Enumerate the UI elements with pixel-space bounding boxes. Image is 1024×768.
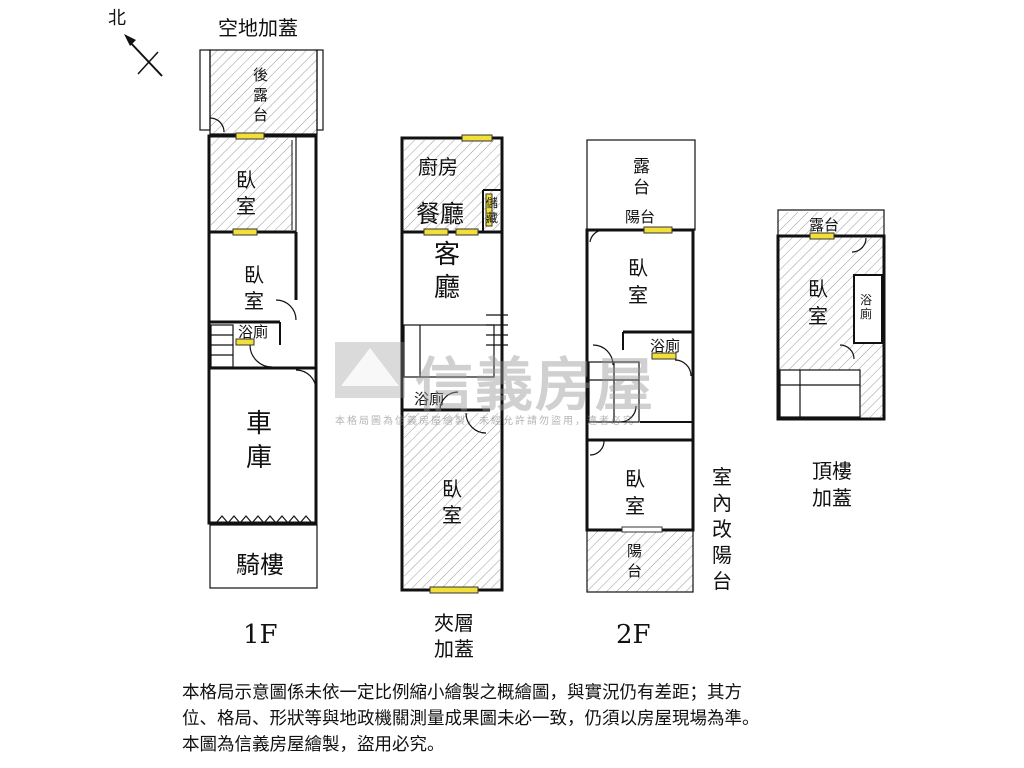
1f-bedroom-mid-b: 室 bbox=[244, 289, 264, 313]
2f-terrace-a: 露 bbox=[633, 157, 650, 177]
1f-bedroom-top-b: 室 bbox=[236, 194, 256, 218]
mezz-dining-label: 餐廳 bbox=[416, 200, 464, 228]
roof-label-a: 頂樓 bbox=[812, 459, 852, 483]
1f-garage-b: 庫 bbox=[246, 443, 272, 473]
2f-balcony-bottom-b: 台 bbox=[627, 562, 642, 580]
back-terrace-label-3: 台 bbox=[253, 106, 268, 124]
2f-balcony-top-label: 陽台 bbox=[625, 208, 655, 226]
2f-floor-label: 2F bbox=[616, 620, 651, 650]
2f-terrace-b: 台 bbox=[633, 178, 650, 198]
floor-2f bbox=[585, 139, 696, 593]
1f-bedroom-mid-a: 臥 bbox=[244, 263, 264, 287]
mezz-label-a: 夾層 bbox=[434, 611, 474, 635]
mezz-living-b: 廳 bbox=[434, 273, 460, 303]
disclaimer-line-1: 本格局示意圖係未依一定比例縮小繪製之概繪圖，與實況仍有差距；其方 bbox=[182, 683, 742, 703]
mezz-bedroom-a: 臥 bbox=[442, 477, 462, 501]
2f-bedroom-top-b: 室 bbox=[628, 283, 648, 307]
2f-bedroom-bottom-a: 臥 bbox=[625, 467, 645, 491]
compass-north-label: 北 bbox=[108, 8, 126, 29]
roof-bedroom-b: 室 bbox=[808, 304, 828, 328]
mezz-kitchen-label: 廚房 bbox=[418, 155, 458, 179]
2f-balcony-bottom-a: 陽 bbox=[627, 542, 642, 560]
roof-bath-b: 廁 bbox=[860, 306, 872, 321]
disclaimer-line-3: 本圖為信義房屋繪製，盜用必究。 bbox=[182, 735, 445, 755]
mezz-label-b: 加蓋 bbox=[434, 637, 474, 661]
2f-bath-label: 浴廁 bbox=[650, 337, 680, 355]
2f-bedroom-top-a: 臥 bbox=[628, 256, 648, 280]
back-terrace-label-2: 露 bbox=[253, 86, 268, 104]
mezz-bedroom-b: 室 bbox=[442, 503, 462, 527]
mezz-living-a: 客 bbox=[434, 240, 460, 270]
disclaimer-line-2: 位、格局、形狀等與地政機關測量成果圖未必一致，仍須以房屋現場為準。 bbox=[182, 709, 760, 729]
back-terrace-label-1: 後 bbox=[253, 66, 268, 84]
2f-converted-1: 室 bbox=[712, 465, 732, 489]
vacant-addition-label: 空地加蓋 bbox=[218, 16, 298, 40]
floor-1f bbox=[199, 49, 324, 589]
floor-mezzanine bbox=[400, 134, 508, 594]
roof-bedroom-a: 臥 bbox=[808, 277, 828, 301]
roof-terrace-label: 露台 bbox=[809, 216, 839, 234]
2f-converted-2: 內 bbox=[712, 491, 732, 515]
roof-label-b: 加蓋 bbox=[812, 486, 852, 510]
1f-arcade-label: 騎樓 bbox=[236, 551, 284, 579]
north-arrow-icon bbox=[124, 34, 163, 77]
2f-converted-3: 改 bbox=[712, 517, 732, 541]
1f-floor-label: 1F bbox=[243, 620, 278, 650]
1f-garage-a: 車 bbox=[246, 409, 272, 439]
mezz-storage-a: 儲 bbox=[486, 196, 498, 210]
floor-roof bbox=[776, 209, 886, 421]
mezz-bath-label: 浴廁 bbox=[414, 390, 444, 408]
mezz-storage-b: 藏 bbox=[486, 211, 498, 225]
disclaimer: 本格局示意圖係未依一定比例縮小繪製之概繪圖，與實況仍有差距；其方 位、格局、形狀… bbox=[182, 680, 922, 758]
2f-bedroom-bottom-b: 室 bbox=[625, 494, 645, 518]
roof-bath-a: 浴 bbox=[860, 293, 872, 307]
2f-converted-4: 陽 bbox=[712, 543, 732, 567]
1f-bath-label: 浴廁 bbox=[238, 323, 268, 341]
1f-bedroom-top-a: 臥 bbox=[236, 168, 256, 192]
2f-converted-5: 台 bbox=[712, 569, 732, 593]
